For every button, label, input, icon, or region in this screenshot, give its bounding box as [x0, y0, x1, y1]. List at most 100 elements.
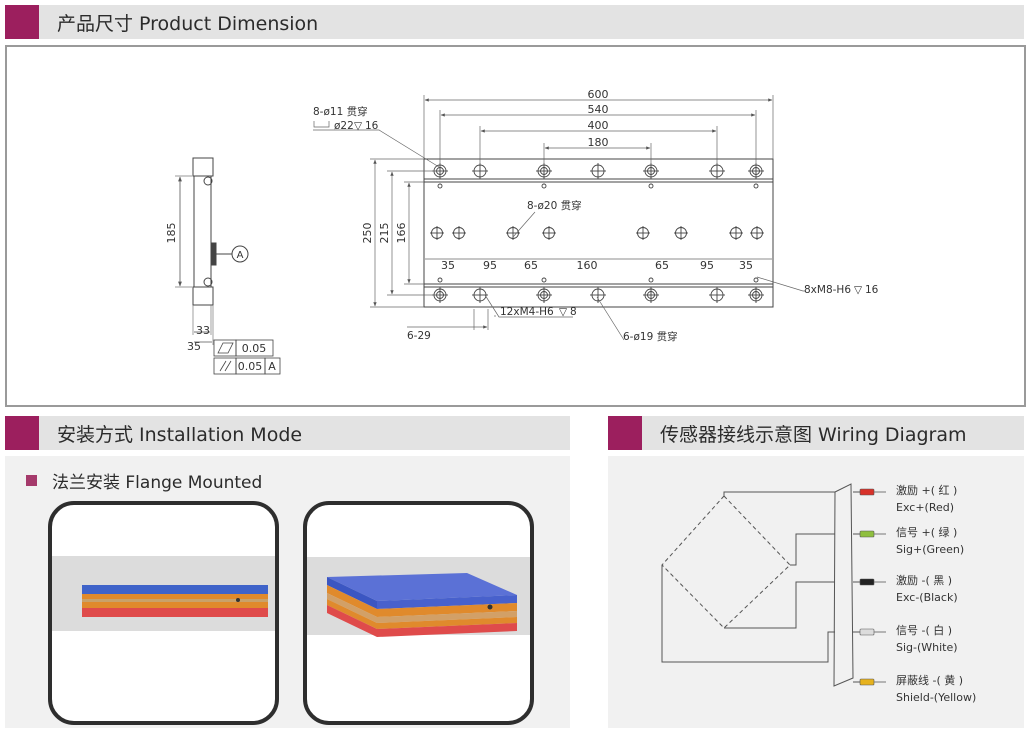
dim-400: 400 — [588, 119, 609, 132]
through-hole — [750, 226, 764, 240]
spacing-label: 95 — [483, 259, 497, 272]
bolt-hole — [590, 163, 606, 179]
datum-a-label: A — [237, 250, 244, 261]
thread-hole — [437, 277, 443, 283]
callout-holes-top: 8-ø11 贯穿 — [313, 105, 368, 118]
thread-hole — [541, 183, 547, 189]
wire-label-en: Exc-(Black) — [896, 591, 958, 604]
wire-label-cn: 激励 +( 红 ) — [896, 484, 958, 497]
wiring-panel: 激励 +( 红 ) Exc+(Red) 信号 +( 绿 ) Sig+(Green) 激励… — [608, 456, 1024, 728]
thread-hole — [753, 277, 759, 283]
bolt-hole — [536, 163, 552, 179]
section-title: 传感器接线示意图 Wiring Diagram — [660, 423, 967, 446]
wire-label: 信号 -( 白 ) Sig-(White) — [896, 622, 958, 656]
parallelism-value: 0.05 — [238, 360, 263, 373]
callout-thread-bottom-depth: 8 — [570, 306, 577, 318]
callout-thread-right-depth: 16 — [865, 284, 879, 296]
installation-header: 安装方式 Installation Mode — [5, 416, 570, 450]
bolt-hole — [590, 287, 606, 303]
dim-166: 166 — [395, 223, 408, 244]
dim-600: 600 — [588, 88, 609, 101]
spacing-label: 65 — [524, 259, 538, 272]
wire-label: 信号 +( 绿 ) Sig+(Green) — [896, 524, 964, 558]
plate-top-view — [423, 158, 774, 308]
thread-hole — [753, 183, 759, 189]
dimension-drawing: 185 A 33 35 0.05 0.05 A — [165, 88, 879, 375]
wire-label-cn: 信号 +( 绿 ) — [896, 526, 958, 539]
installation-panel: 法兰安装 Flange Mounted — [5, 456, 570, 728]
spacing-label: 35 — [739, 259, 753, 272]
wire-tips — [859, 488, 886, 686]
install-image-side — [48, 501, 279, 725]
bolt-hole — [643, 287, 659, 303]
dim-215: 215 — [378, 223, 391, 244]
through-hole — [674, 226, 688, 240]
through-hole — [542, 226, 556, 240]
flange-subtitle: 法兰安装 Flange Mounted — [52, 473, 263, 493]
bullet-square — [26, 475, 37, 486]
side-w33-label: 33 — [196, 324, 210, 337]
side-height-label: 185 — [165, 223, 178, 244]
hole-spacing-labels: 35 95 65 160 65 95 35 — [441, 259, 753, 272]
wire-label: 激励 -( 黑 ) Exc-(Black) — [896, 572, 958, 606]
section-title: 安装方式 Installation Mode — [57, 423, 303, 446]
thread-hole — [437, 183, 443, 189]
wire-color-tip — [859, 578, 875, 586]
dimension-drawing-frame: 185 A 33 35 0.05 0.05 A — [5, 45, 1026, 407]
section-marker — [5, 416, 39, 450]
flange-subheading: 法兰安装 Flange Mounted — [26, 468, 262, 493]
bolt-hole — [709, 287, 725, 303]
callout-thread-bottom-sym: ▽ — [559, 306, 568, 318]
spacing-label: 35 — [441, 259, 455, 272]
callout-counterbore-depth-sym: ▽ — [354, 120, 363, 132]
spacing-label: 65 — [655, 259, 669, 272]
wire-label-en: Exc+(Red) — [896, 501, 955, 514]
thread-hole — [648, 277, 654, 283]
wire-label-en: Sig+(Green) — [896, 543, 965, 556]
dim-540: 540 — [588, 103, 609, 116]
bolt-hole — [536, 287, 552, 303]
callout-thread-bottom: 12xM4-H6 — [500, 306, 554, 318]
spacing-label: 160 — [577, 259, 598, 272]
through-hole — [452, 226, 466, 240]
iso-view-render — [327, 573, 517, 637]
wire-color-tip — [859, 678, 875, 686]
callout-bottom-offset: 6-29 — [407, 330, 431, 342]
thread-hole — [648, 183, 654, 189]
through-hole — [506, 226, 520, 240]
wire-color-tip — [859, 628, 875, 636]
callout-holes-bottom: 6-ø19 贯穿 — [623, 330, 678, 343]
wire-color-tip — [859, 530, 875, 538]
product-dimension-header: 产品尺寸 Product Dimension — [5, 5, 1024, 39]
through-hole — [636, 226, 650, 240]
section-marker — [608, 416, 642, 450]
spacing-label: 95 — [700, 259, 714, 272]
wire-color-tip — [859, 488, 875, 496]
section-marker — [5, 5, 39, 39]
wire-label: 激励 +( 红 ) Exc+(Red) — [896, 482, 957, 516]
callout-thread-right: 8xM8-H6 — [804, 284, 851, 296]
callout-thread-right-sym: ▽ — [854, 284, 863, 296]
side-view-render — [82, 585, 268, 617]
parallelism-datum: A — [268, 360, 276, 373]
bolt-hole — [748, 163, 764, 179]
wiring-diagram — [661, 483, 886, 687]
section-title: 产品尺寸 Product Dimension — [57, 12, 319, 35]
callout-counterbore: ø22 — [334, 120, 354, 132]
side-w35-label: 35 — [187, 340, 201, 353]
wiring-header: 传感器接线示意图 Wiring Diagram — [608, 416, 1024, 450]
callout-leaders — [313, 121, 805, 341]
wire-label-cn: 屏蔽线 -( 黄 ) — [896, 674, 964, 687]
wire-label: 屏蔽线 -( 黄 )Shield-(Yellow) — [896, 672, 976, 706]
wire-label-cn: 信号 -( 白 ) — [896, 624, 953, 637]
wire-label-en: Sig-(White) — [896, 641, 958, 654]
thread-hole — [541, 277, 547, 283]
through-hole — [729, 226, 743, 240]
plate-holes — [430, 163, 764, 303]
dim-250: 250 — [361, 223, 374, 244]
top-dimensions — [370, 95, 774, 330]
dim-180: 180 — [588, 136, 609, 149]
flatness-value: 0.05 — [242, 342, 267, 355]
wire-label-cn: 激励 -( 黑 ) — [896, 574, 953, 587]
bolt-hole — [748, 287, 764, 303]
